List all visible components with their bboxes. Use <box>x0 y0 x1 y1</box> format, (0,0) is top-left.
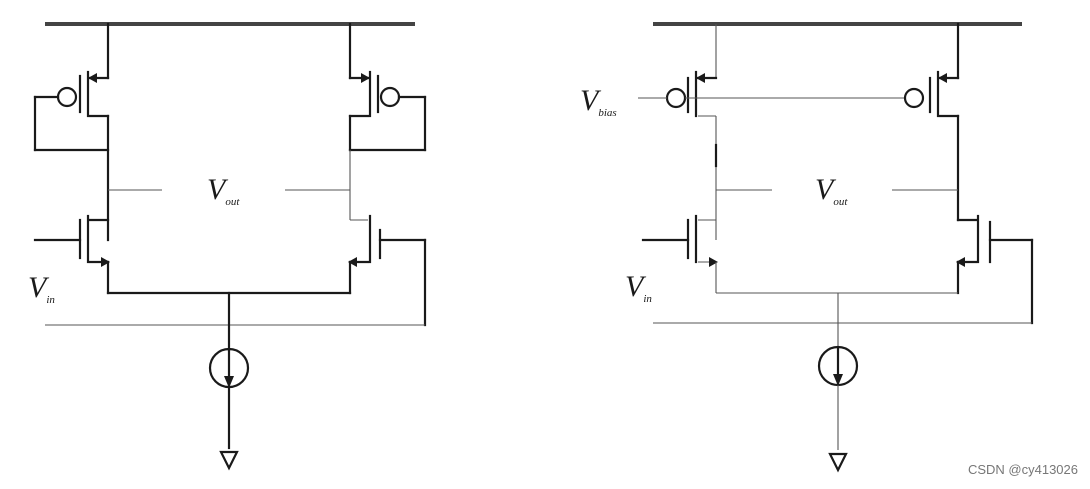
left-vin-label: Vin <box>28 271 55 306</box>
right-vin-label: Vin <box>625 270 652 305</box>
left-vout-label: Vout <box>207 173 240 208</box>
left-ground-icon <box>219 450 239 471</box>
right-nmos-left <box>641 214 718 293</box>
watermark: CSDN @cy413026 <box>967 462 1078 477</box>
right-vbias-label: Vbias <box>580 84 617 119</box>
right-pmos-right <box>903 22 960 222</box>
left-pmos-left <box>33 22 110 242</box>
right-pmos-left <box>638 24 718 240</box>
right-nmos-right <box>956 214 1034 325</box>
right-vout-label: Vout <box>815 173 848 208</box>
left-nmos-right <box>348 214 427 327</box>
left-nmos-left <box>33 214 110 295</box>
left-pmos-right <box>348 22 427 220</box>
right-circuit: Vbias Vout Vin <box>580 22 1034 473</box>
right-ground-icon <box>828 452 848 473</box>
left-circuit: Vout Vin <box>28 22 427 471</box>
